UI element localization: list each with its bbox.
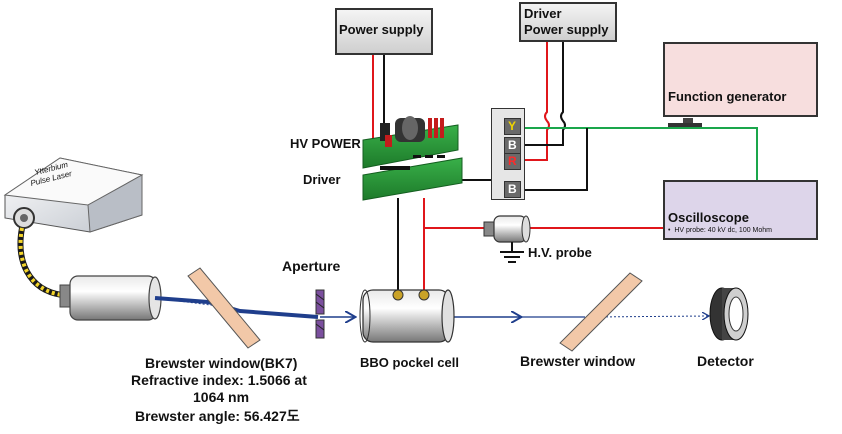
connector-pin-y-label: Y bbox=[508, 119, 517, 133]
driver-board bbox=[362, 155, 463, 201]
brewster-bk7-label-3: 1064 nm bbox=[193, 389, 250, 405]
trigger-green-wire bbox=[525, 127, 758, 180]
connector-pin-r bbox=[504, 153, 521, 170]
driver-power-supply-label-2: Power supply bbox=[524, 22, 609, 37]
driver-power-black-wire bbox=[525, 42, 566, 146]
brewster-window-label: Brewster window bbox=[520, 353, 636, 369]
connector-pin-y bbox=[504, 118, 521, 135]
function-generator-label: Function generator bbox=[668, 89, 787, 104]
connector-pin-r-label: R bbox=[508, 154, 517, 168]
pockel-cell-shape bbox=[359, 289, 455, 343]
aperture-label: Aperture bbox=[282, 258, 341, 274]
function-generator-box bbox=[663, 42, 818, 117]
brewster-window-bk7-shape bbox=[187, 267, 261, 349]
aperture-shape bbox=[315, 289, 325, 339]
brewster-bk7-label-2: Refractive index: 1.5066 at bbox=[131, 372, 307, 388]
connector-pin-b2 bbox=[504, 181, 521, 198]
driver-power-supply-box bbox=[519, 2, 617, 42]
connector-black-wire bbox=[525, 128, 588, 191]
collimator bbox=[59, 275, 162, 321]
detector-label: Detector bbox=[697, 353, 754, 369]
driver-power-supply-label-1: Driver bbox=[524, 6, 562, 21]
connector-pin-b2-label: B bbox=[508, 182, 517, 196]
hv-power-board bbox=[362, 116, 459, 169]
driver-power-red-wire bbox=[525, 42, 550, 161]
detector-shape bbox=[709, 287, 749, 341]
ytterbium-laser bbox=[3, 157, 144, 233]
brewster-window-shape bbox=[559, 272, 643, 352]
oscilloscope-box bbox=[663, 180, 818, 240]
driver-label: Driver bbox=[303, 172, 341, 187]
power-supply-box bbox=[335, 8, 433, 55]
fiber-cable-stripes bbox=[18, 227, 63, 297]
fiber-cable bbox=[17, 227, 63, 298]
hv-probe-shape bbox=[483, 215, 531, 263]
pockel-cell-label: BBO pockel cell bbox=[360, 355, 459, 370]
laser-beam-dotted bbox=[154, 297, 236, 309]
oscilloscope-note: • HV probe: 40 kV dc, 100 Mohm bbox=[668, 227, 773, 234]
connector-pin-b1-label: B bbox=[508, 138, 517, 152]
brewster-bk7-label-1: Brewster window(BK7) bbox=[145, 355, 298, 371]
power-supply-label: Power supply bbox=[339, 22, 424, 37]
brewster-bk7-label-4: Brewster angle: 56.427도 bbox=[135, 408, 300, 424]
hv-probe-label: H.V. probe bbox=[528, 245, 592, 260]
hv-power-label: HV POWER bbox=[290, 136, 361, 151]
oscilloscope-label: Oscilloscope bbox=[668, 210, 749, 225]
beam-to-detector bbox=[589, 316, 708, 317]
